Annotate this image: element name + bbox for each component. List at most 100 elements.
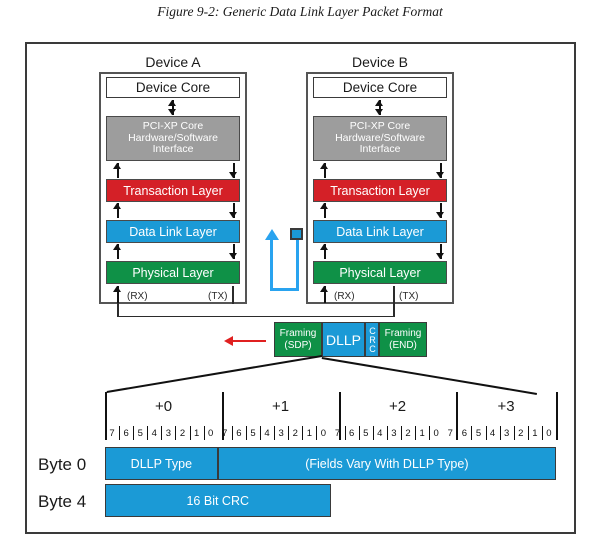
bit-separator bbox=[302, 426, 304, 440]
device-a-tx-label: (TX) bbox=[208, 291, 228, 302]
packet-framing-sdp: Framing (SDP) bbox=[274, 322, 322, 357]
device-a-rx-arrow bbox=[113, 286, 122, 303]
bit-separator bbox=[175, 426, 177, 440]
device-b-tx-label: (TX) bbox=[399, 291, 419, 302]
device-b-transaction-layer: Transaction Layer bbox=[313, 179, 447, 202]
byte-tick-0 bbox=[105, 392, 107, 440]
bit-separator bbox=[274, 426, 276, 440]
device-b-core: Device Core bbox=[313, 77, 447, 98]
bit-number: 5 bbox=[137, 428, 143, 439]
bit-separator bbox=[400, 426, 402, 440]
bit-separator bbox=[415, 426, 417, 440]
bit-number: 2 bbox=[518, 428, 524, 439]
device-a-transaction-layer: Transaction Layer bbox=[106, 179, 240, 202]
bit-separator bbox=[119, 426, 121, 440]
device-a-core-link-arrow bbox=[168, 100, 177, 115]
device-a-label: Device A bbox=[145, 54, 201, 70]
bit-separator bbox=[245, 426, 247, 440]
bit-number: 5 bbox=[475, 428, 482, 439]
device-a-arrow-up-tx bbox=[113, 163, 122, 178]
device-a-tx-line bbox=[232, 286, 234, 304]
bit-number: 3 bbox=[165, 428, 172, 439]
bit-number: 7 bbox=[334, 428, 341, 439]
byte-field: 16 Bit CRC bbox=[105, 484, 331, 517]
device-b-rx-label: (RX) bbox=[334, 291, 355, 302]
bit-separator bbox=[231, 426, 233, 440]
bit-number: 4 bbox=[151, 428, 157, 439]
bit-separator bbox=[513, 426, 515, 440]
bit-separator bbox=[429, 426, 431, 440]
return-path-bottom bbox=[269, 288, 299, 291]
bit-number: 1 bbox=[419, 428, 425, 439]
packet-dllp: DLLP bbox=[322, 322, 365, 357]
bit-number: 3 bbox=[391, 428, 397, 439]
device-a-rx-label: (RX) bbox=[127, 291, 148, 302]
bit-separator bbox=[288, 426, 290, 440]
packet-framing-end: Framing (END) bbox=[379, 322, 427, 357]
bit-separator bbox=[316, 426, 318, 440]
byte-offset-3: +3 bbox=[497, 398, 515, 415]
byte-field: DLLP Type bbox=[105, 447, 218, 480]
device-b-data-link-layer: Data Link Layer bbox=[313, 220, 447, 243]
bit-separator bbox=[499, 426, 501, 440]
bit-number: 0 bbox=[546, 428, 552, 439]
device-b-rx-arrow bbox=[320, 286, 329, 303]
device-b-arrow-up-2 bbox=[320, 203, 329, 218]
device-b-interface: PCI-XP Core Hardware/Software Interface bbox=[313, 116, 447, 161]
device-b-arrow-down-3 bbox=[436, 244, 445, 259]
bit-number: 7 bbox=[447, 428, 453, 439]
bit-number: 6 bbox=[348, 428, 355, 439]
bit-number: 4 bbox=[264, 428, 270, 439]
byte-row-label-1: Byte 4 bbox=[38, 492, 87, 511]
device-b-label: Device B bbox=[351, 54, 409, 70]
bit-number: 6 bbox=[123, 428, 129, 439]
bit-separator bbox=[386, 426, 388, 440]
bit-number: 1 bbox=[193, 428, 200, 439]
device-a-arrow-down-2 bbox=[229, 203, 238, 218]
device-a-arrow-down-3 bbox=[229, 244, 238, 259]
byte-tick-1 bbox=[222, 392, 224, 440]
return-path-source-square bbox=[290, 228, 303, 240]
return-path-arrow bbox=[265, 229, 279, 240]
device-b-arrow-up-3 bbox=[320, 244, 329, 259]
device-a-core: Device Core bbox=[106, 77, 240, 98]
bit-separator bbox=[133, 426, 135, 440]
bit-separator bbox=[260, 426, 262, 440]
byte-offset-0: +0 bbox=[154, 398, 173, 415]
bit-number: 2 bbox=[292, 428, 298, 439]
bit-number: 6 bbox=[461, 428, 468, 439]
device-b-arrow-down-rx bbox=[436, 163, 445, 178]
bit-number: 3 bbox=[504, 428, 510, 439]
device-a-interface: PCI-XP Core Hardware/Software Interface bbox=[106, 116, 240, 161]
bit-number: 7 bbox=[109, 428, 115, 439]
bit-number: 0 bbox=[433, 428, 439, 439]
byte-tick-4 bbox=[556, 392, 558, 440]
byte-offset-1: +1 bbox=[271, 398, 290, 415]
bit-separator bbox=[457, 426, 459, 440]
bit-separator bbox=[189, 426, 191, 440]
bit-separator bbox=[541, 426, 543, 440]
bit-number: 0 bbox=[320, 428, 327, 439]
device-b-arrow-up-tx bbox=[320, 163, 329, 178]
bit-separator bbox=[358, 426, 360, 440]
packet-crc: CRC bbox=[365, 322, 379, 357]
return-path-left bbox=[269, 239, 273, 291]
bit-number: 5 bbox=[363, 428, 369, 439]
device-b-tx-line bbox=[393, 286, 395, 304]
bit-separator bbox=[344, 426, 346, 440]
connector-horizontal bbox=[117, 315, 394, 318]
bit-number: 0 bbox=[208, 428, 214, 439]
byte-row-label-0: Byte 0 bbox=[38, 455, 87, 474]
device-a-data-link-layer: Data Link Layer bbox=[106, 220, 240, 243]
return-path-right bbox=[295, 236, 299, 291]
device-b-physical-layer: Physical Layer bbox=[313, 261, 447, 284]
packet-direction-arrow bbox=[224, 336, 266, 346]
byte-tick-2 bbox=[339, 392, 341, 440]
byte-tick-3 bbox=[456, 392, 458, 440]
device-b-arrow-down-2 bbox=[436, 203, 445, 218]
bit-separator bbox=[147, 426, 149, 440]
bit-number: 4 bbox=[377, 428, 383, 439]
bit-separator bbox=[485, 426, 487, 440]
byte-offset-2: +2 bbox=[388, 398, 407, 415]
